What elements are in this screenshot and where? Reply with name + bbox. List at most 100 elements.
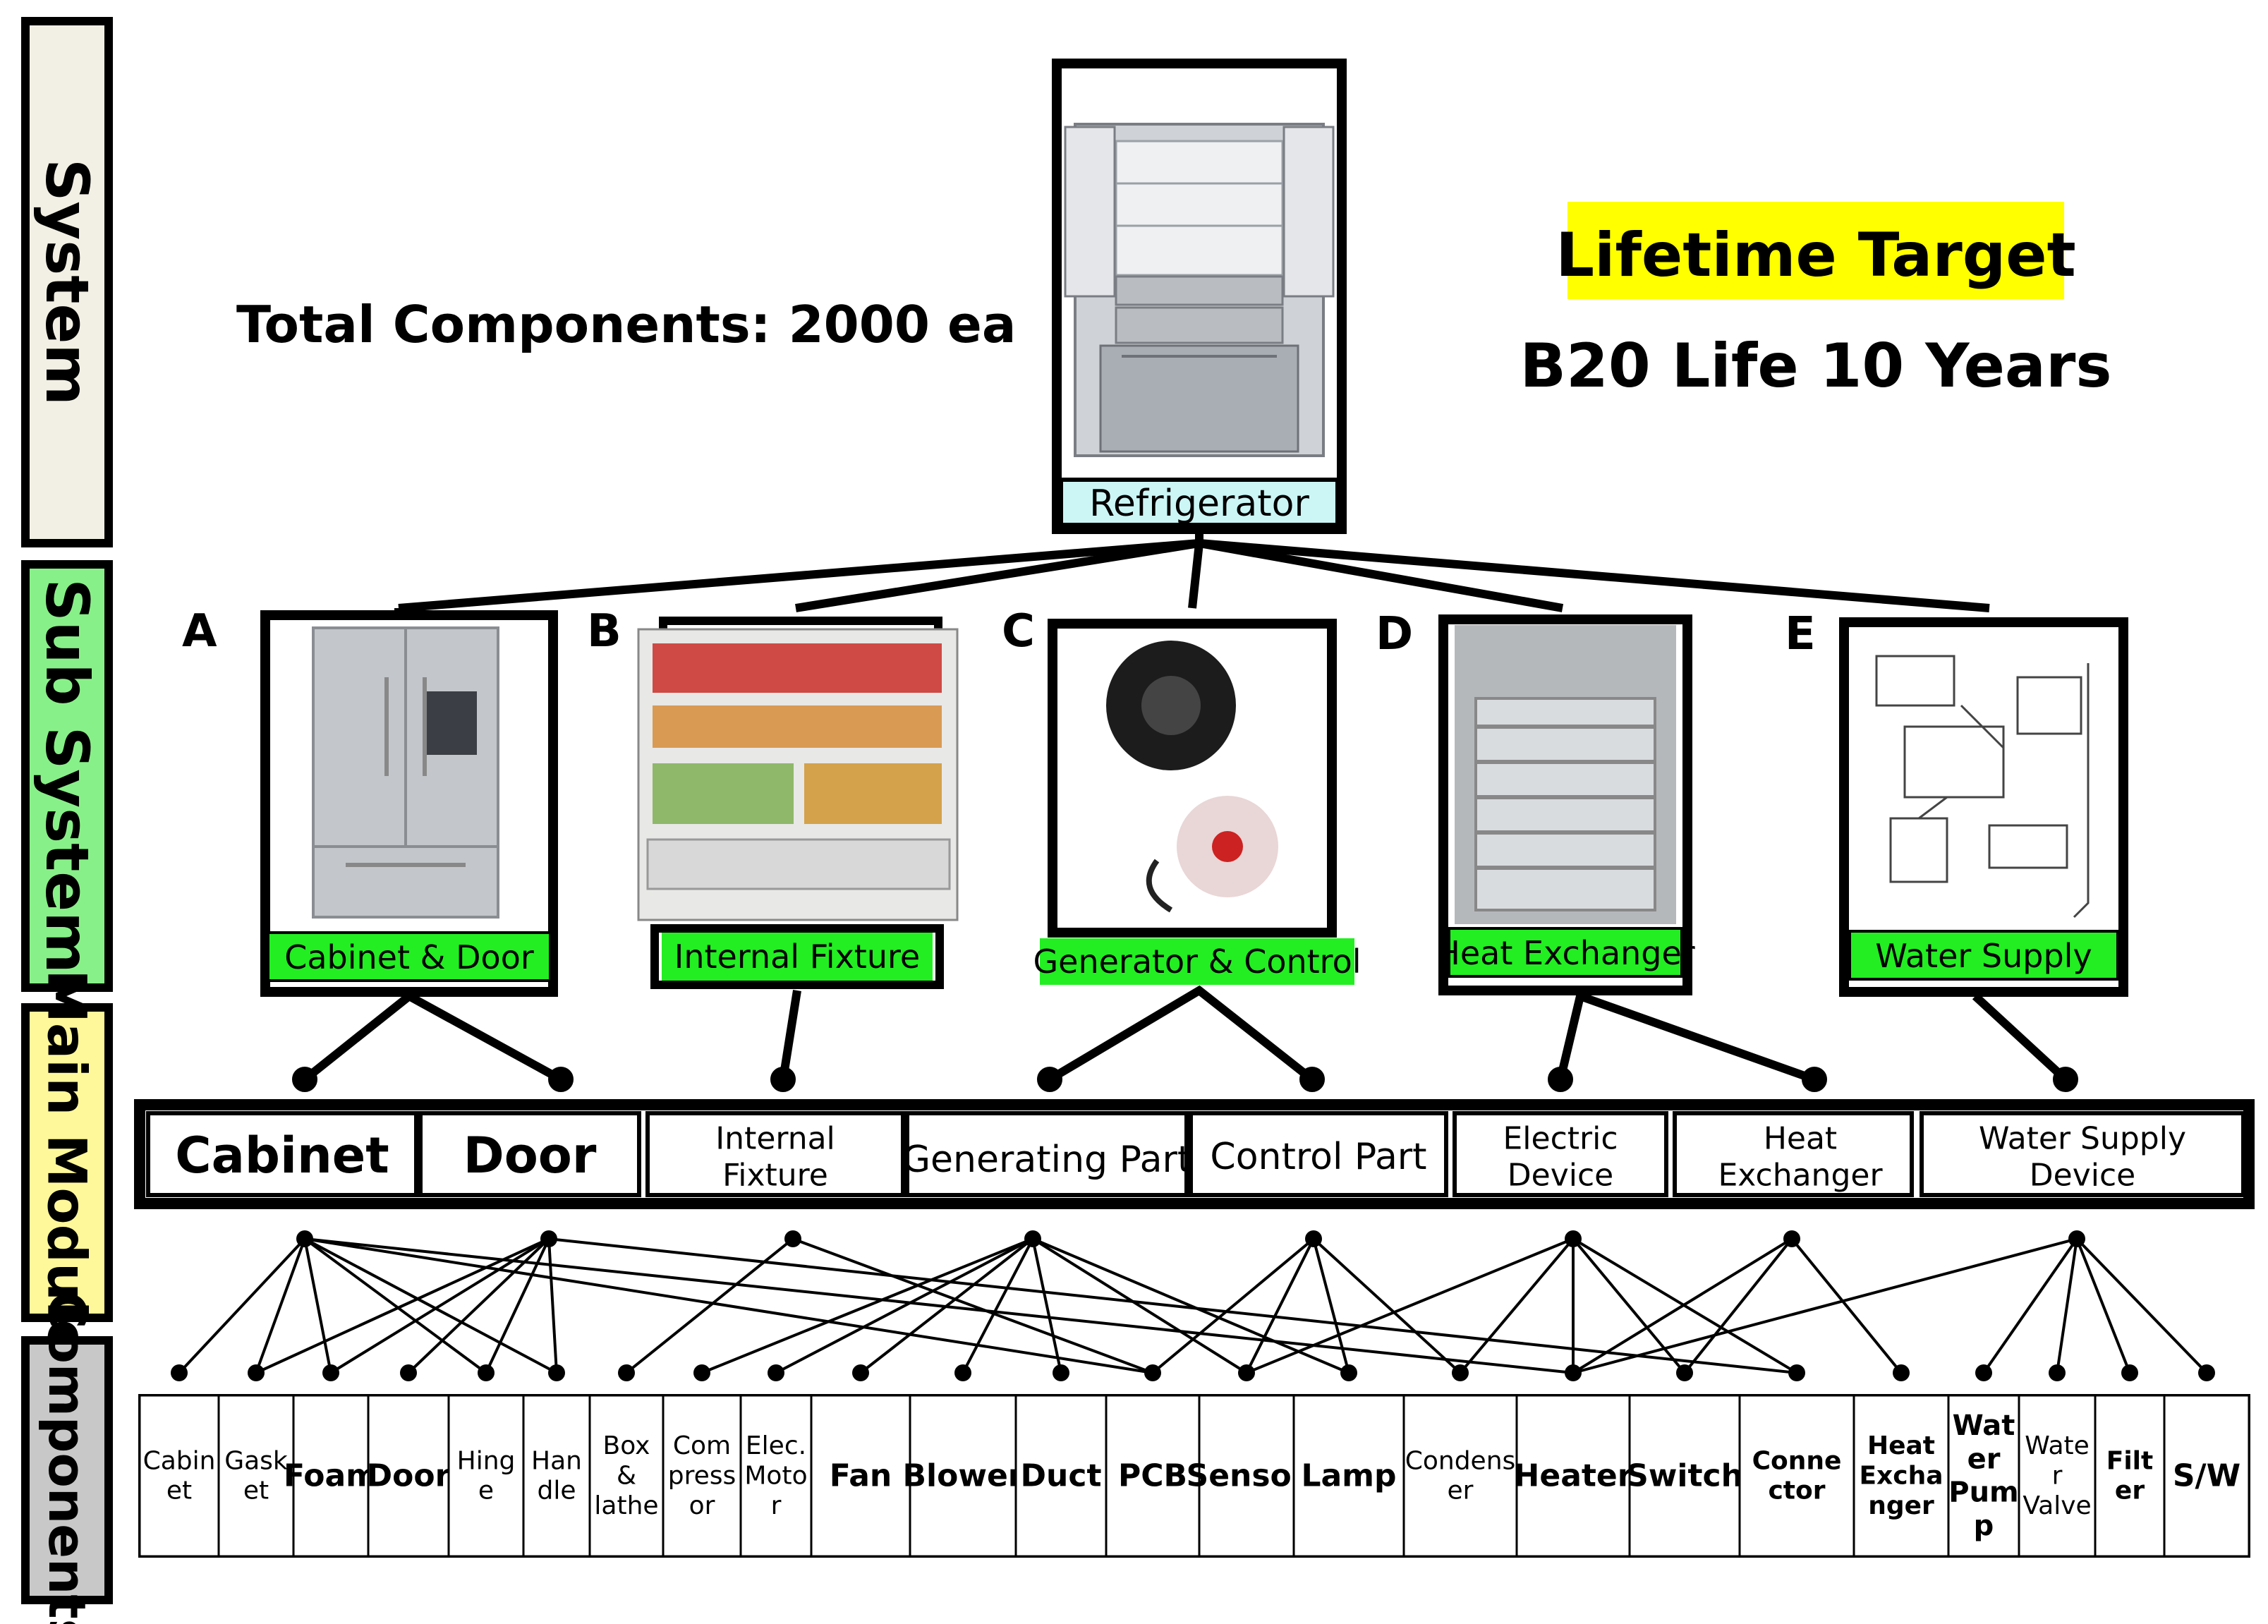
module-component-link — [2056, 1238, 2078, 1374]
module-component-link — [304, 1237, 557, 1374]
module-component-link — [1032, 1237, 1350, 1374]
system-subsystem-links — [398, 529, 1990, 612]
level-bands: System Sub System Main Module Components — [21, 17, 113, 1624]
module-label-electric-device-1: Electric — [1503, 1121, 1618, 1157]
level-label-main-module: Main Module — [36, 969, 99, 1355]
module-component-link — [178, 1237, 306, 1374]
component-link-dot — [1565, 1364, 1582, 1381]
module-component-link — [1572, 1237, 1686, 1374]
module-electric-device: Electric Device — [1453, 1111, 1668, 1197]
component-label: p — [1974, 1510, 1994, 1542]
module-component-link — [625, 1237, 794, 1374]
module-label-water-supply-device-2: Device — [2030, 1158, 2135, 1194]
module-component-link — [329, 1237, 550, 1374]
component-label: Com — [673, 1431, 731, 1460]
component-label: et — [243, 1477, 269, 1505]
subsystem-C: C Generator & Control — [1002, 605, 1362, 985]
component-label: er — [2115, 1477, 2145, 1505]
subsystem-label-D: Heat Exchanger — [1436, 934, 1695, 972]
component-label: Pum — [1948, 1477, 2018, 1509]
level-label-system: System — [32, 159, 102, 406]
module-component-link — [701, 1237, 1033, 1374]
b20-life-text: B20 Life 10 Years — [1520, 331, 2111, 401]
total-components-text: Total Components: 2000 ea — [236, 295, 1016, 354]
module-component-link — [859, 1237, 1034, 1374]
module-link-dot — [1565, 1230, 1582, 1247]
internal-fixture-image — [637, 628, 959, 921]
component-link-dot — [400, 1364, 417, 1381]
module-component-link — [1683, 1237, 1793, 1374]
module-component-link — [407, 1237, 550, 1374]
module-label-internal-fixture-2: Fixture — [722, 1158, 828, 1194]
module-component-link — [962, 1238, 1034, 1374]
component-cell: PCB — [1105, 1394, 1201, 1558]
component-link-dot — [1452, 1364, 1469, 1381]
component-link-dot — [1053, 1364, 1069, 1381]
lifetime-target-text: Lifetime Target — [1556, 220, 2076, 291]
component-link-dot — [1893, 1364, 1910, 1381]
module-link-dot — [296, 1230, 313, 1247]
component-label: e — [478, 1477, 494, 1505]
component-link-dot — [248, 1364, 265, 1381]
component-link-dot — [1340, 1364, 1357, 1381]
lifetime-target-badge: Lifetime Target — [1556, 202, 2076, 299]
component-link-dot — [171, 1364, 188, 1381]
component-link-dot — [693, 1364, 710, 1381]
module-component-link — [1031, 1237, 1248, 1374]
component-link-dot — [852, 1364, 869, 1381]
subsystem-module-links — [292, 985, 2078, 1092]
subsystem-E: E Water Supply — [1785, 608, 2128, 997]
component-label: press — [668, 1462, 736, 1491]
module-component-link — [485, 1238, 550, 1374]
level-label-components: Components — [37, 1292, 97, 1624]
component-label: Switch — [1626, 1458, 1743, 1494]
generator-control-image — [1106, 641, 1278, 913]
subsystem-label-A: Cabinet & Door — [284, 938, 534, 976]
module-link-dot — [784, 1230, 801, 1247]
component-label: Cabin — [143, 1446, 216, 1475]
module-component-link — [303, 1237, 487, 1374]
component-label: Heat — [1867, 1431, 1935, 1460]
component-label: r — [771, 1491, 782, 1520]
module-link-dot — [1305, 1230, 1322, 1247]
component-cell: Fan — [810, 1394, 911, 1558]
module-component-link — [775, 1237, 1033, 1374]
module-label-control-part: Control Part — [1210, 1136, 1426, 1178]
subsystem-letter-A: A — [182, 605, 217, 658]
component-label: Heater — [1514, 1458, 1633, 1494]
module-component-link — [255, 1237, 550, 1374]
component-link-dot — [2121, 1364, 2138, 1381]
component-link-dot — [1144, 1364, 1161, 1381]
component-label: Lamp — [1301, 1458, 1396, 1494]
module-component-link — [1459, 1237, 1575, 1374]
component-link-dot — [954, 1364, 971, 1381]
main-module-row: Cabinet Door Internal Fixture Generating… — [134, 1099, 2255, 1209]
subsystem-letter-E: E — [1785, 608, 1816, 660]
component-link-dot — [1975, 1364, 1992, 1381]
module-generating-part: Generating Part — [902, 1111, 1191, 1197]
module-component-link — [255, 1238, 306, 1374]
component-link-dot — [2198, 1364, 2215, 1381]
component-link-dot — [548, 1364, 565, 1381]
subsystem-A: A Cabinet & Door — [182, 605, 558, 997]
level-band-components: Components — [21, 1292, 113, 1624]
component-cell: Duct — [1014, 1394, 1108, 1558]
component-cell: Door — [367, 1394, 451, 1558]
refrigerator-image — [1064, 123, 1335, 457]
module-heat-exchanger: Heat Exchanger — [1673, 1111, 1914, 1197]
module-component-link — [1151, 1237, 1315, 1374]
component-cell: Sensor — [1187, 1394, 1307, 1558]
module-component-link — [1031, 1238, 1062, 1374]
component-label: S/W — [2173, 1458, 2240, 1494]
component-label: er — [1448, 1477, 1474, 1505]
module-component-link — [304, 1237, 1153, 1374]
component-cell: Heater — [1514, 1394, 1633, 1558]
component-label: Wat — [1953, 1410, 2015, 1442]
component-label: Gask — [224, 1446, 288, 1475]
module-water-supply-device: Water Supply Device — [1920, 1111, 2245, 1197]
component-label: Han — [531, 1446, 582, 1475]
